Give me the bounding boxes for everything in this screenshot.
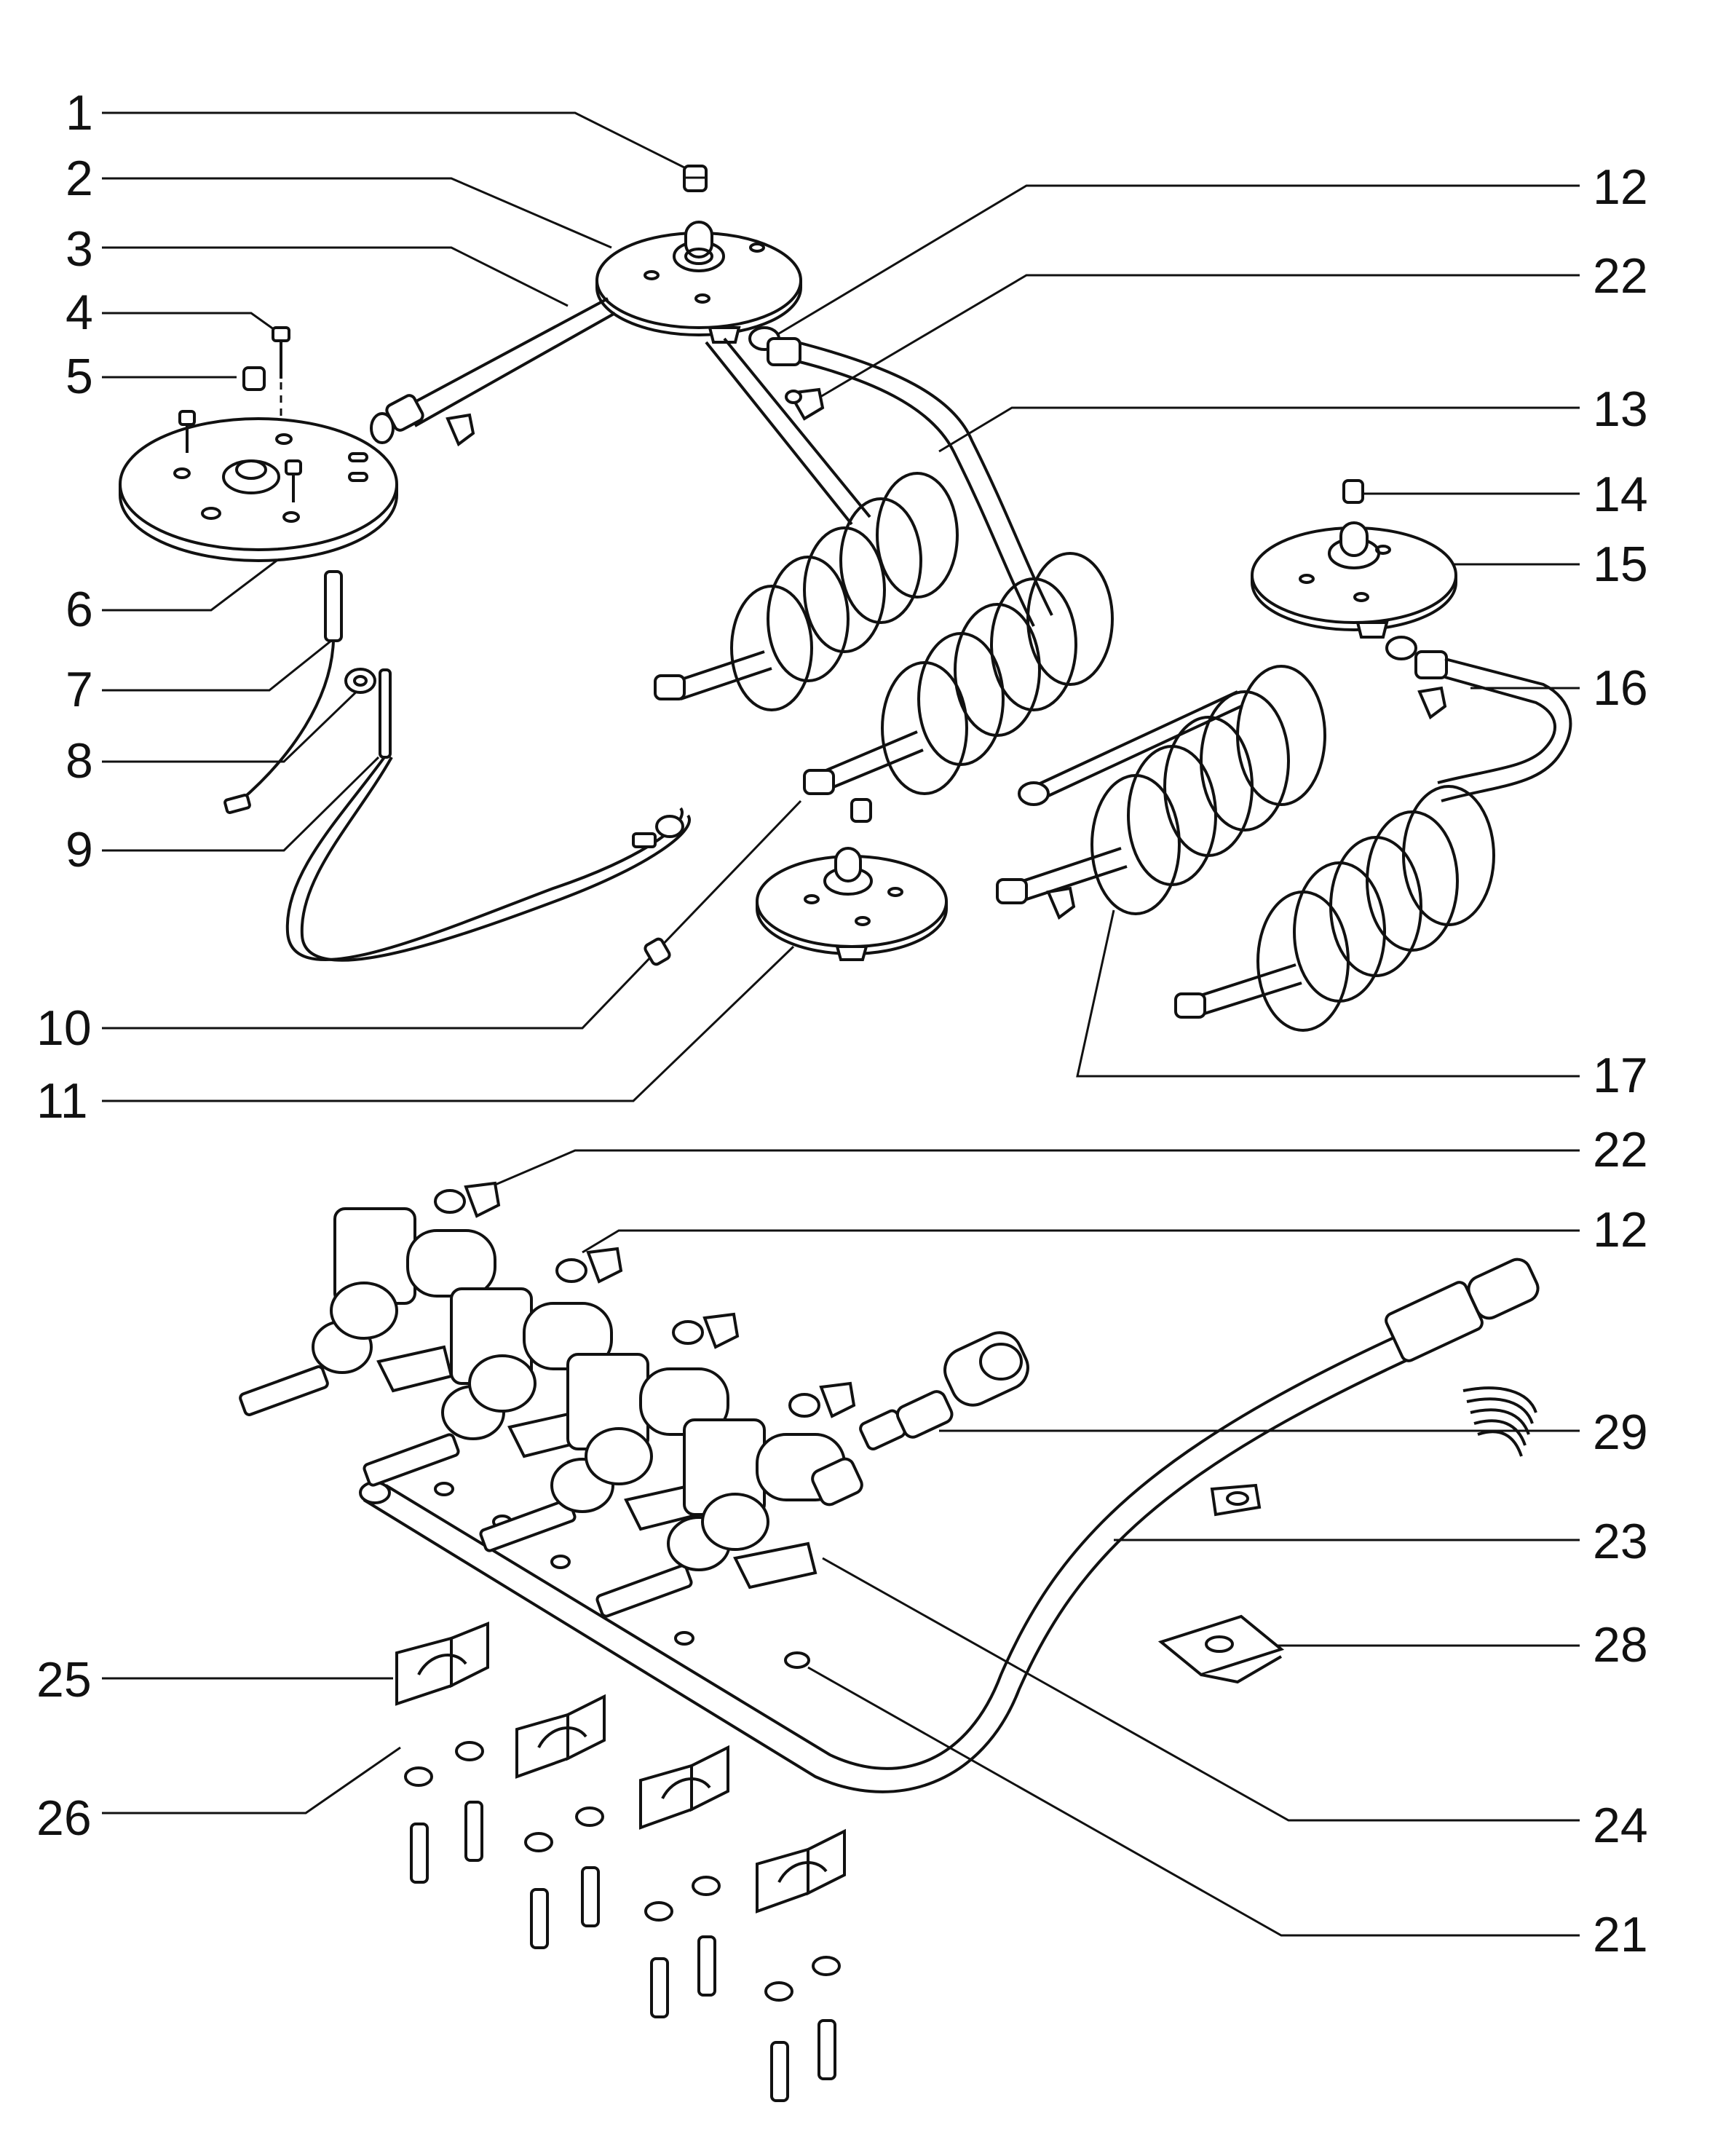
part-11-burner-cap xyxy=(756,847,948,961)
callout-5: 5 xyxy=(66,349,93,404)
part-25-pipe-brackets xyxy=(395,1622,846,1914)
callout-1: 1 xyxy=(66,85,93,141)
part-26-nuts-and-studs xyxy=(404,1741,841,2102)
callout-10: 10 xyxy=(36,1000,92,1056)
callout-13: 13 xyxy=(1593,382,1648,437)
part-10-nut xyxy=(644,798,872,966)
callout-11: 11 xyxy=(36,1073,88,1129)
callout-12-top: 12 xyxy=(1593,159,1648,215)
callout-7: 7 xyxy=(66,662,93,717)
part-8-washer xyxy=(344,668,376,694)
callout-23: 23 xyxy=(1593,1514,1648,1569)
callout-15: 15 xyxy=(1593,537,1648,592)
leader-lines xyxy=(102,111,1580,1937)
part-2-burner-cap xyxy=(595,221,802,344)
callout-2: 2 xyxy=(66,151,93,206)
part-24-valve-1 xyxy=(239,1207,496,1416)
part-6-burner-plate xyxy=(119,410,398,562)
callout-24: 24 xyxy=(1593,1798,1648,1853)
callout-9: 9 xyxy=(66,822,93,877)
callout-17: 17 xyxy=(1593,1048,1648,1103)
part-29-connector xyxy=(811,1331,1029,1507)
coil-spiral-a xyxy=(654,337,959,711)
callout-22-top: 22 xyxy=(1593,248,1648,304)
part-28-bracket xyxy=(1157,1614,1285,1684)
callout-14: 14 xyxy=(1593,467,1648,522)
part-17-coil-spiral xyxy=(996,665,1326,920)
part-22-clip-lower xyxy=(434,1181,501,1218)
part-7-thermocouple xyxy=(223,570,343,814)
callout-16: 16 xyxy=(1593,660,1648,716)
part-16-coil-tube xyxy=(1174,650,1572,1032)
callout-29: 29 xyxy=(1593,1405,1648,1460)
part-22-clip xyxy=(785,387,825,421)
part-24-valve-4 xyxy=(595,1418,846,1618)
callout-25: 25 xyxy=(36,1652,92,1707)
coil-spiral-b xyxy=(803,552,1114,795)
part-12-o-ring-lower xyxy=(555,1247,856,1418)
part-9-capillary-probe xyxy=(285,668,691,962)
callout-8: 8 xyxy=(66,733,93,789)
callout-28: 28 xyxy=(1593,1617,1648,1673)
part-5-nut xyxy=(242,366,266,391)
callout-3: 3 xyxy=(66,221,93,277)
callout-4: 4 xyxy=(66,285,93,340)
part-14-nut xyxy=(1342,479,1364,504)
part-15-burner-cap xyxy=(1251,521,1457,660)
part-1-nut xyxy=(683,165,708,192)
callout-26: 26 xyxy=(36,1790,92,1846)
callout-21: 21 xyxy=(1593,1907,1648,1962)
part-13-coil-tube xyxy=(767,337,1053,627)
callout-22-bottom: 22 xyxy=(1593,1122,1648,1177)
callout-6: 6 xyxy=(66,582,93,637)
part-4-screw xyxy=(272,326,290,437)
part-24-valve-2 xyxy=(363,1287,613,1487)
flex-hose-coil xyxy=(1462,1386,1537,1457)
part-23-main-pipe xyxy=(359,1257,1540,1793)
part-3-gas-tube xyxy=(370,297,616,447)
callout-12-bottom: 12 xyxy=(1593,1202,1648,1257)
